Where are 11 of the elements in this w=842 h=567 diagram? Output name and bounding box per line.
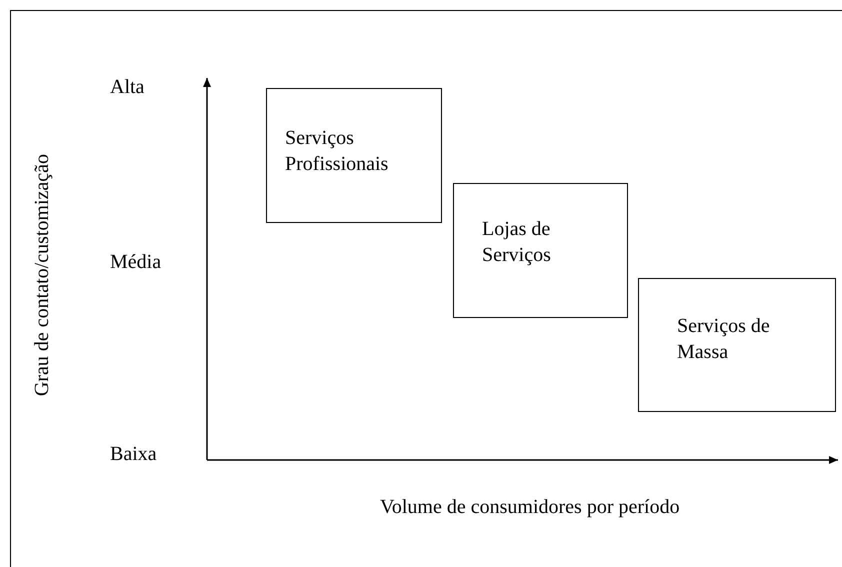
category-box xyxy=(638,278,836,412)
axis-title: Grau de contato/customização xyxy=(30,154,54,396)
category-box xyxy=(453,183,628,318)
axis-tick-label: Alta xyxy=(110,75,144,99)
axis-tick-label: Média xyxy=(110,250,162,274)
axis-title: Volume de consumidores por período xyxy=(380,495,680,519)
box-label: Serviços Profissionais xyxy=(285,126,390,177)
category-box xyxy=(266,88,442,223)
box-label: Serviços de Massa xyxy=(677,314,771,365)
axis-tick-label: Baixa xyxy=(110,442,157,466)
box-label: Lojas de Serviços xyxy=(482,217,552,268)
